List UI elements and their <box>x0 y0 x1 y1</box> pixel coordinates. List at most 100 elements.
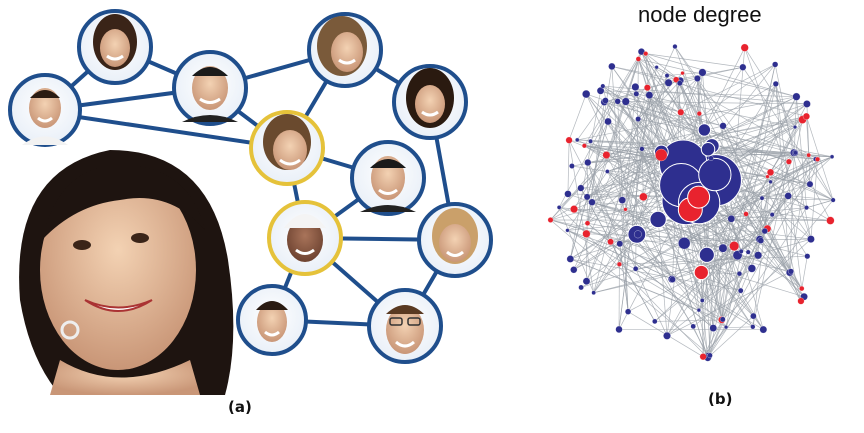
blue-node <box>614 98 621 105</box>
red-node <box>785 158 792 165</box>
network-edge <box>742 67 834 201</box>
network-edge <box>611 66 681 81</box>
red-node <box>644 84 651 91</box>
blue-node <box>739 63 747 71</box>
network-edge <box>573 208 724 249</box>
network-edge <box>770 152 795 173</box>
blue-node <box>698 157 732 192</box>
blue-node <box>724 325 729 330</box>
blue-node <box>719 122 727 130</box>
network-edge <box>570 121 609 260</box>
network-edge <box>611 66 807 117</box>
blue-node <box>772 61 779 68</box>
face-bubble <box>350 140 426 216</box>
blue-node <box>616 240 624 248</box>
network-edge <box>707 207 807 359</box>
blue-node <box>759 325 768 334</box>
network-edge <box>809 159 818 185</box>
network-edge <box>635 268 668 336</box>
network-edge <box>617 101 807 105</box>
red-node <box>743 211 749 217</box>
red-node <box>765 174 770 179</box>
blue-node <box>605 169 610 174</box>
network-edge <box>682 72 803 289</box>
network-edge <box>770 156 833 183</box>
blue-node <box>663 331 671 340</box>
red-node <box>797 297 805 305</box>
network-edge <box>586 151 662 198</box>
red-node <box>699 353 707 361</box>
blue-node <box>634 230 642 239</box>
blue-node <box>618 196 626 204</box>
blue-node <box>772 80 779 87</box>
network-edge <box>771 159 818 215</box>
network-edge <box>680 64 776 113</box>
network-edge <box>667 72 703 76</box>
network-edge <box>586 83 681 282</box>
blue-node <box>698 246 715 263</box>
red-node <box>806 152 811 158</box>
blue-node <box>807 235 815 243</box>
blue-node <box>690 323 696 330</box>
blue-node <box>700 298 705 303</box>
red-node <box>635 56 642 62</box>
network-edge <box>704 67 744 131</box>
blue-node <box>750 312 757 320</box>
panel-b-caption: (b) <box>708 390 733 408</box>
network-edge <box>550 219 805 298</box>
blue-node <box>633 91 640 97</box>
network-edge <box>619 243 754 328</box>
blue-node <box>600 83 606 89</box>
network-edge <box>713 326 753 329</box>
blue-node <box>697 123 712 137</box>
network-edge <box>801 256 808 289</box>
blue-node <box>664 73 670 78</box>
blue-node <box>804 253 811 260</box>
red-node <box>696 111 702 117</box>
red-node <box>826 216 835 225</box>
network-edge <box>744 47 812 240</box>
network-edge <box>789 155 810 273</box>
blue-node <box>738 249 744 254</box>
blue-node <box>678 237 691 250</box>
blue-node <box>698 68 707 77</box>
blue-node <box>769 212 775 218</box>
network-edge <box>649 95 709 357</box>
red-node <box>673 76 680 83</box>
blue-node <box>768 179 773 184</box>
social-network-illustration: (a) <box>8 9 493 416</box>
blue-node <box>750 324 756 330</box>
network-edge <box>722 96 797 249</box>
blue-node <box>784 192 792 200</box>
blue-node <box>591 290 596 295</box>
blue-node <box>615 325 623 333</box>
network-edge <box>770 172 802 302</box>
network-edge <box>611 66 629 312</box>
network-edge <box>722 238 812 320</box>
blue-node <box>793 125 798 130</box>
network-edge <box>698 251 742 311</box>
blue-node <box>709 324 717 332</box>
blue-node <box>625 308 632 315</box>
network-edge <box>692 326 709 358</box>
network-edge <box>649 94 807 208</box>
blue-node <box>565 228 570 233</box>
blue-node <box>569 163 575 169</box>
blue-node <box>566 255 575 263</box>
blue-node <box>584 159 592 167</box>
blue-node <box>803 100 811 108</box>
blue-node <box>672 44 678 50</box>
face-bubble <box>392 64 468 140</box>
network-edge <box>657 219 727 328</box>
blue-node <box>718 243 728 253</box>
blue-node <box>577 184 585 192</box>
blue-node <box>582 89 591 99</box>
network-edge <box>808 154 834 201</box>
blue-node <box>575 137 580 143</box>
network-edge <box>567 140 570 194</box>
blue-node <box>792 92 801 101</box>
network-edge <box>645 53 681 81</box>
network-edge <box>740 183 811 252</box>
network-edge <box>570 258 722 321</box>
blue-node <box>639 146 645 152</box>
